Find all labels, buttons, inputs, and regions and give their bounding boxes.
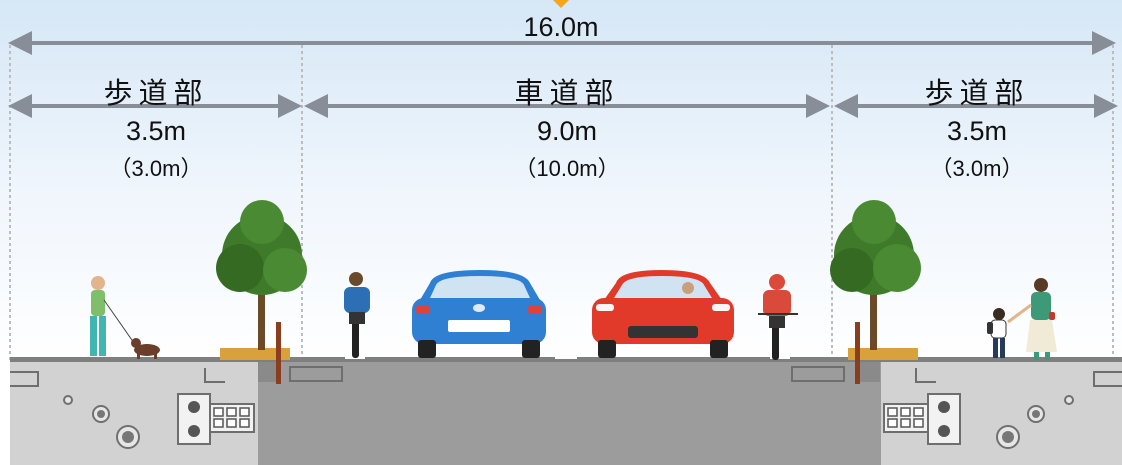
sidewalk-left-alt-width: （3.0m）: [109, 156, 203, 181]
red-car-icon: [592, 270, 734, 358]
tree-icon: [830, 200, 921, 384]
sidewalk-right-arrow: [834, 94, 1118, 118]
total-width-label: 16.0m: [523, 12, 599, 42]
blue-car-icon: [412, 270, 546, 358]
sidewalk-left-arrow: [8, 94, 302, 118]
sidewalk-right-name: 歩道部: [924, 78, 1030, 110]
roadway-name: 車道部: [514, 78, 620, 110]
tree-icon: [216, 200, 307, 384]
sidewalk-right-width: 3.5m: [946, 116, 1008, 146]
sidewalk-right-alt-width: （3.0m）: [930, 156, 1024, 181]
road-surface: [258, 362, 881, 465]
roadway-alt-width: （10.0m）: [514, 156, 620, 181]
zone-boundaries: [9, 45, 1114, 360]
cyclist-icon: [344, 272, 370, 358]
pedestrian-with-dog-icon: [90, 276, 160, 359]
total-width-arrow: [8, 31, 1116, 55]
roadway-arrow: [304, 94, 830, 118]
roadway-width: 9.0m: [536, 116, 598, 146]
cyclist-icon: [758, 274, 798, 360]
sky-background: [0, 0, 1122, 360]
top-marker-icon: [553, 0, 569, 8]
sidewalk-left-name: 歩道部: [103, 78, 209, 110]
parent-with-child-icon: [987, 278, 1057, 360]
ground-section: [10, 357, 1122, 465]
sidewalk-left-width: 3.5m: [125, 116, 187, 146]
